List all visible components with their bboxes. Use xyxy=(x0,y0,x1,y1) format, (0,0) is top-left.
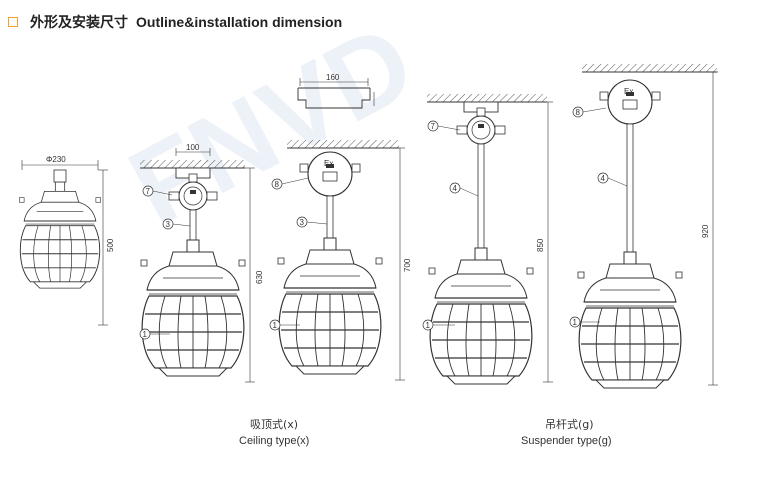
callout-4-e: 4 xyxy=(597,172,628,187)
caption-suspender-en: Suspender type(g) xyxy=(521,435,612,447)
bracket-dimension-b: 100 xyxy=(175,143,211,156)
ceiling-slab-e xyxy=(582,64,717,73)
bracket-width-label: 100 xyxy=(186,143,200,152)
diameter-dimension: Φ230 xyxy=(21,155,99,170)
caption-ceiling-cn: 吸顶式(x) xyxy=(250,418,298,431)
ceiling-slab-c xyxy=(287,140,399,149)
top-bracket-width-label: 160 xyxy=(326,73,340,82)
svg-text:8: 8 xyxy=(275,180,280,189)
height-label-a: 500 xyxy=(106,238,115,252)
section-heading: 外形及安装尺寸 Outline&installation dimension xyxy=(8,12,342,32)
svg-text:FNVD: FNVD xyxy=(110,0,432,249)
callout-1-e: 1 xyxy=(569,316,600,328)
svg-text:1: 1 xyxy=(573,318,578,327)
svg-text:3: 3 xyxy=(300,218,305,227)
caption-ceiling-en: Ceiling type(x) xyxy=(239,435,309,447)
height-label-c: 700 xyxy=(403,258,412,272)
callout-4-d: 4 xyxy=(449,182,479,197)
height-dimension-e: 920 xyxy=(701,71,718,386)
callout-7-d: 7 xyxy=(427,120,461,132)
height-label-b: 630 xyxy=(255,270,264,284)
heading-title-en: Outline&installation dimension xyxy=(136,14,343,30)
callout-7-b: 7 xyxy=(142,185,173,197)
ex-box-e: Ex xyxy=(599,79,661,125)
junction-box-d xyxy=(456,107,506,145)
rod-d xyxy=(477,143,485,249)
svg-text:1: 1 xyxy=(143,330,148,339)
svg-text:4: 4 xyxy=(453,184,458,193)
svg-text:1: 1 xyxy=(273,321,278,330)
conduit-b xyxy=(189,209,197,241)
ex-mark-c: Ex xyxy=(324,159,333,168)
height-dimension-a: 500 xyxy=(98,169,115,326)
diameter-label: Φ230 xyxy=(46,155,66,164)
caption-suspender-cn: 吊杆式(g) xyxy=(545,417,594,431)
lamp-body-a xyxy=(18,169,102,289)
svg-text:1: 1 xyxy=(426,321,431,330)
svg-text:8: 8 xyxy=(576,108,581,117)
ex-mark-e: Ex xyxy=(624,87,633,96)
bracket-top-c: 160 xyxy=(297,73,375,109)
callout-1-d: 1 xyxy=(422,319,455,331)
lamp-body-d xyxy=(428,247,534,385)
svg-text:7: 7 xyxy=(146,187,151,196)
height-dimension-c: 700 xyxy=(395,147,412,381)
ex-box-c: Ex xyxy=(299,151,361,197)
svg-text:7: 7 xyxy=(431,122,436,131)
lamp-body-c xyxy=(277,237,383,375)
callout-1-c: 1 xyxy=(269,319,300,331)
rod-e xyxy=(626,123,634,253)
height-dimension-b: 630 xyxy=(245,167,264,383)
callout-8-c: 8 xyxy=(271,177,309,190)
conduit-c xyxy=(326,195,334,239)
callout-3-c: 3 xyxy=(296,216,328,228)
heading-square-icon xyxy=(8,17,18,27)
height-label-d: 850 xyxy=(536,238,545,252)
callout-8-e: 8 xyxy=(572,106,607,118)
watermark-logo: FNVD xyxy=(110,0,432,249)
lamp-body-b xyxy=(140,239,246,377)
height-dimension-d: 850 xyxy=(536,101,553,383)
heading-title-cn: 外形及安装尺寸 xyxy=(30,15,128,31)
callout-3-b: 3 xyxy=(162,218,191,230)
height-label-e: 920 xyxy=(701,224,710,238)
lamp-body-e xyxy=(577,251,683,389)
ceiling-slab-d xyxy=(427,94,547,113)
svg-text:3: 3 xyxy=(166,220,171,229)
svg-text:4: 4 xyxy=(601,174,606,183)
callout-1-b: 1 xyxy=(139,328,170,340)
